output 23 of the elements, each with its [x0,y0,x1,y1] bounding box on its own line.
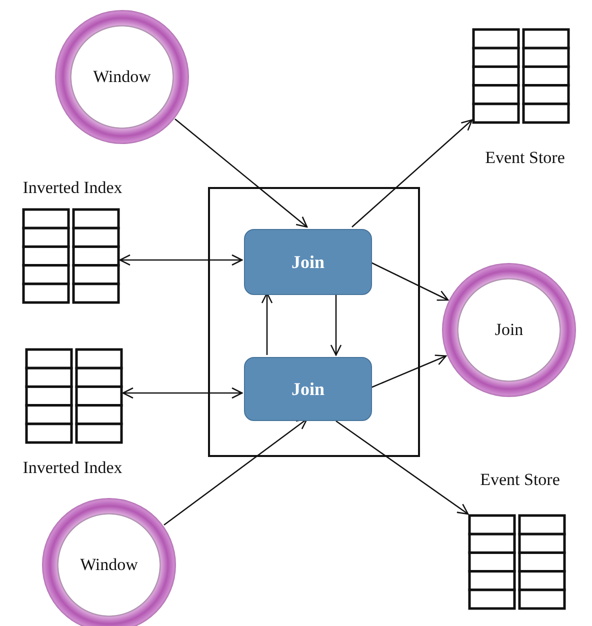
arrow [174,118,308,228]
arrow [352,119,473,228]
container-box [208,187,420,457]
arrow [336,420,469,515]
arrow [261,292,273,355]
ring-node [441,262,577,398]
node-label: Event Store [484,148,566,168]
arrow [330,293,342,356]
node-label: Inverted Index [22,178,124,198]
arrow [119,254,243,266]
node-label: Event Store [479,470,561,490]
arrow [370,261,449,301]
node-label: Inverted Index [22,458,124,478]
ring-node [41,497,177,626]
node-label: Window [80,555,138,575]
ring-node [54,9,190,145]
arrow [122,387,243,399]
arrow [370,354,447,389]
process-box: Join [244,357,372,421]
node-label: Window [93,67,151,87]
arrow [164,418,308,526]
node-label: Join [494,320,524,340]
process-box: Join [244,229,372,295]
